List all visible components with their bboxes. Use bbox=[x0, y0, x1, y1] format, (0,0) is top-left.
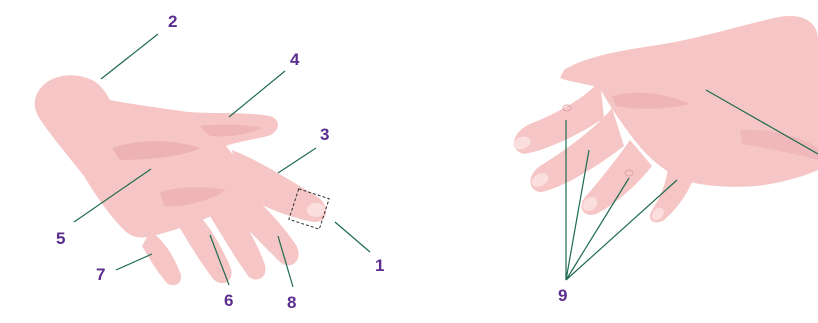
fingertip-selection-box bbox=[288, 188, 330, 230]
right-knuckle-shading bbox=[612, 92, 690, 109]
leader-line-3 bbox=[277, 147, 317, 174]
right-knuckle-mark-1 bbox=[562, 104, 572, 112]
callout-8: 8 bbox=[287, 293, 296, 312]
right-hand-back-view bbox=[513, 16, 818, 223]
callout-labels: 1 2 3 4 5 6 7 8 9 bbox=[56, 12, 567, 312]
leader-line-8 bbox=[277, 235, 294, 288]
leader-line-5 bbox=[73, 168, 152, 223]
left-finger-middle bbox=[204, 190, 266, 280]
right-finger-1 bbox=[513, 80, 604, 154]
leader-line-right-hand bbox=[705, 89, 818, 155]
right-finger-2 bbox=[530, 108, 624, 192]
left-finger-index bbox=[220, 180, 299, 266]
leader-line-1 bbox=[334, 221, 371, 253]
callout-4: 4 bbox=[290, 50, 300, 69]
left-thumb-shading bbox=[200, 124, 262, 137]
left-fingernail bbox=[307, 203, 325, 217]
left-palm-crease bbox=[112, 141, 200, 160]
leader-line-2 bbox=[100, 33, 159, 80]
left-finger-extended bbox=[232, 150, 327, 222]
callout-9: 9 bbox=[558, 286, 567, 305]
leader-line-9b bbox=[565, 149, 590, 281]
leader-line-6 bbox=[209, 234, 230, 286]
leader-line-9d bbox=[565, 179, 678, 281]
leader-line-7 bbox=[115, 253, 153, 271]
right-finger-3 bbox=[581, 140, 652, 215]
right-fingernail-4 bbox=[652, 207, 664, 221]
callout-1: 1 bbox=[375, 256, 384, 275]
right-fingernail-1 bbox=[513, 136, 531, 150]
callout-2: 2 bbox=[168, 12, 177, 31]
right-fingernail-2 bbox=[531, 173, 549, 187]
callout-6: 6 bbox=[224, 291, 233, 310]
left-palm-shading bbox=[160, 187, 226, 207]
left-hand-palm-view bbox=[34, 75, 327, 286]
right-wrist-shading bbox=[740, 129, 818, 160]
left-finger-pinky bbox=[142, 232, 182, 286]
right-fingernail-3 bbox=[582, 197, 598, 211]
leader-line-9c bbox=[565, 177, 630, 281]
callout-7: 7 bbox=[96, 265, 105, 284]
callout-3: 3 bbox=[320, 125, 329, 144]
callout-5: 5 bbox=[56, 229, 65, 248]
right-knuckle-mark-2 bbox=[624, 169, 634, 177]
leader-line-4 bbox=[228, 70, 286, 118]
leader-lines bbox=[73, 33, 818, 288]
